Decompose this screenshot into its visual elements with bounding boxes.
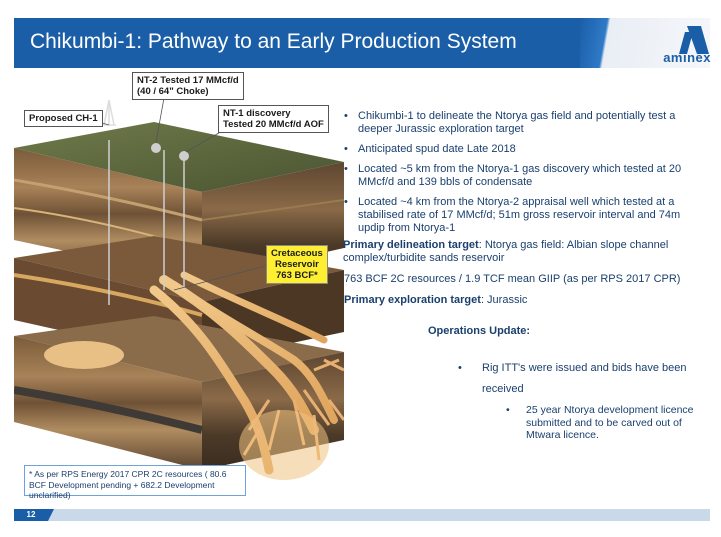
geological-block-diagram — [14, 97, 344, 480]
primary-exploration-label: Primary exploration target — [344, 294, 481, 306]
aminex-logo-icon — [679, 26, 709, 54]
content-column: Chikumbi-1 to delineate the Ntorya gas f… — [343, 110, 706, 315]
footnote-box: * As per RPS Energy 2017 CPR 2C resource… — [24, 465, 246, 500]
operations-update-heading: Operations Update: — [428, 325, 531, 337]
operations-subitem: 25 year Ntorya development licence submi… — [506, 404, 711, 442]
callout-nt2-line2: (40 / 64" Choke) — [137, 86, 209, 97]
callout-cretaceous-reservoir: Cretaceous Reservoir 763 BCF* — [266, 245, 328, 284]
operations-item: Rig ITT's were issued and bids have been… — [458, 358, 708, 400]
resources-paragraph: 763 BCF 2C resources / 1.9 TCF mean GIIP… — [344, 273, 681, 285]
callout-res-line3: 763 BCF* — [276, 270, 318, 281]
primary-delineation-label: Primary delineation target — [343, 239, 479, 251]
callout-nt1-line2: Tested 20 MMcf/d AOF — [223, 119, 324, 130]
footer-bar — [14, 509, 710, 521]
callout-proposed-text: Proposed CH-1 — [29, 113, 98, 124]
callout-nt2: NT-2 Tested 17 MMcf/d (40 / 64" Choke) — [132, 72, 244, 100]
callout-res-line2: Reservoir — [274, 259, 319, 270]
callout-res-line1: Cretaceous — [271, 248, 323, 259]
callout-nt1-line1: NT-1 discovery — [223, 108, 291, 119]
primary-delineation-paragraph: Primary delineation target: Ntorya gas f… — [343, 239, 706, 265]
bullet-item: Anticipated spud date Late 2018 — [344, 143, 706, 156]
page-number: 12 — [14, 509, 54, 521]
callout-proposed-ch1: Proposed CH-1 — [24, 110, 103, 127]
primary-delineation-text: : Ntorya gas field: Albian slope channel… — [343, 239, 669, 264]
primary-exploration-text: : Jurassic — [480, 294, 528, 306]
page-title: Chikumbi-1: Pathway to an Early Producti… — [30, 30, 517, 53]
title-bar: Chikumbi-1: Pathway to an Early Producti… — [14, 18, 710, 68]
primary-exploration-paragraph: Primary exploration target: Jurassic — [344, 294, 706, 307]
callout-nt1: NT-1 discovery Tested 20 MMcf/d AOF — [218, 105, 329, 133]
bullet-item: Chikumbi-1 to delineate the Ntorya gas f… — [344, 110, 706, 136]
callout-nt2-line1: NT-2 Tested 17 MMcf/d — [137, 75, 239, 86]
logo-wordmark: aminex — [663, 50, 711, 65]
bullet-item: Located ~4 km from the Ntorya-2 appraisa… — [344, 196, 706, 235]
bullet-item: Located ~5 km from the Ntorya-1 gas disc… — [344, 163, 706, 189]
